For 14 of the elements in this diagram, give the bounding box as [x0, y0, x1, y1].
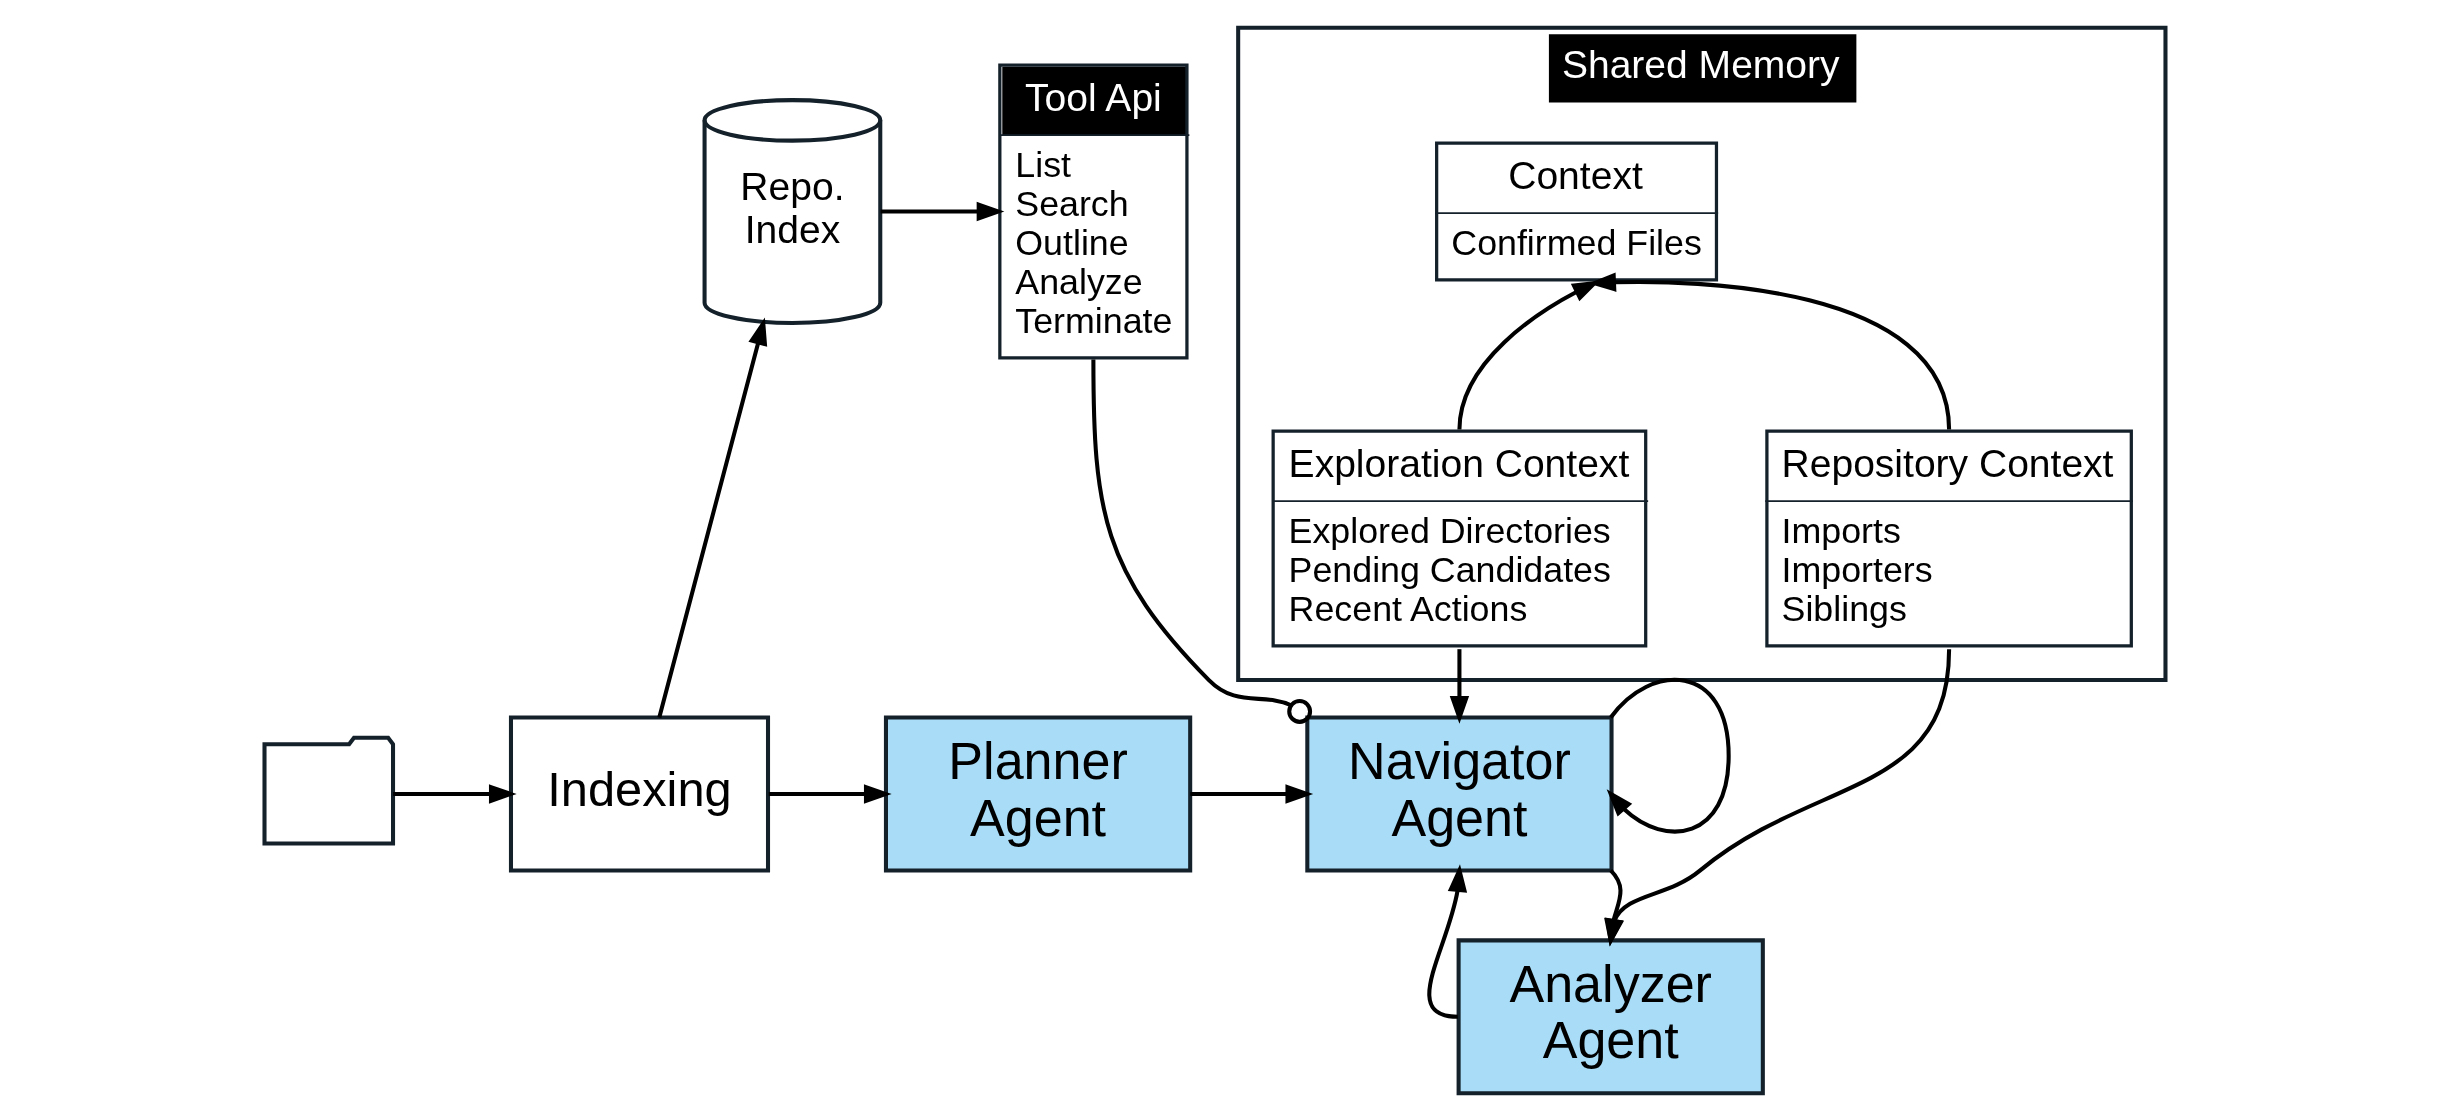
- node-box: Analyzer Agent: [1456, 938, 1765, 1096]
- arrow: [1427, 864, 1468, 1019]
- arrow: [880, 201, 1005, 222]
- node-box: Indexing: [508, 715, 771, 873]
- arrow: [1606, 678, 1731, 834]
- node-box: Planner Agent: [883, 715, 1193, 873]
- arrow: [1449, 649, 1470, 724]
- node-folder: [262, 735, 396, 846]
- arrow: [768, 784, 892, 804]
- arrow: [1190, 784, 1314, 804]
- arrow: [393, 784, 517, 804]
- arrow: [657, 317, 768, 718]
- connector: [1091, 359, 1313, 724]
- node-box: Navigator Agent: [1305, 715, 1614, 873]
